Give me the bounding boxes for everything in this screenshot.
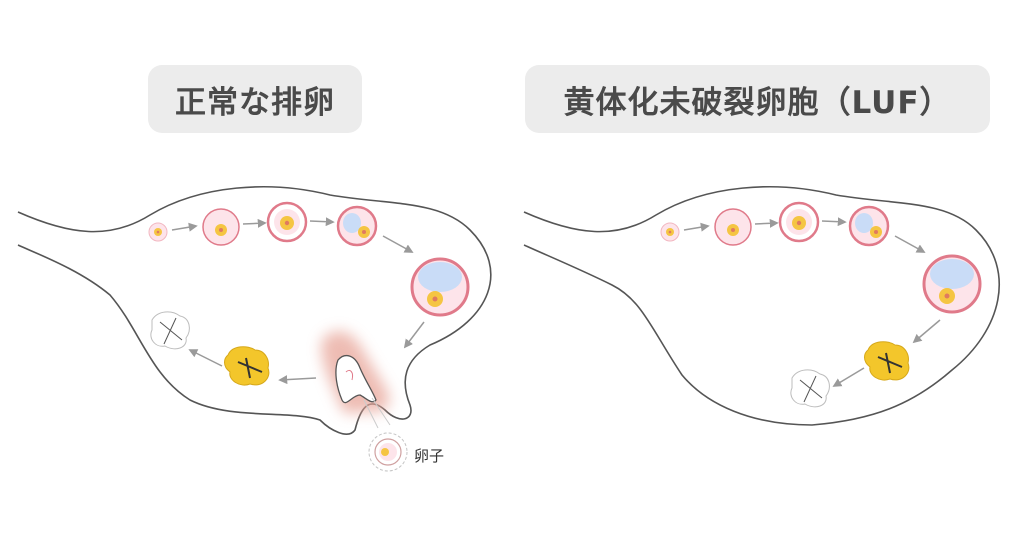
primordial-follicle [660,222,680,242]
arrow [683,222,710,232]
mature-follicle [922,254,982,314]
ovary-outline [523,186,1000,426]
secondary-follicle [778,201,820,243]
mature-follicle [410,257,470,317]
arrow [754,218,779,228]
title-luf: 黄体化未破裂卵胞（LUF） [525,65,990,133]
arrow [894,235,926,253]
arrow [382,235,414,253]
released-egg [368,432,408,472]
ovary-outline [17,186,492,435]
egg-release-lines [363,397,391,429]
corpus-albicans [150,311,190,350]
primordial-follicle [148,222,168,242]
corpus-luteum [224,346,270,386]
antral-follicle [848,205,890,247]
primary-follicle [714,208,752,246]
rupture-site [321,330,390,414]
primary-follicle [202,208,240,246]
arrow [403,321,425,349]
arrow [309,217,335,227]
arrow [821,217,847,227]
arrow [242,218,267,228]
antral-follicle [336,205,378,247]
arrow [171,222,198,232]
diagram-normal-ovulation [17,186,492,472]
arrow [832,367,865,387]
arrow [912,319,941,344]
egg-label: 卵子 [414,447,445,465]
title-normal-ovulation: 正常な排卵 [148,65,362,133]
arrow [188,349,223,367]
corpus-albicans [790,369,830,408]
luteinized-unruptured-follicle [864,341,910,381]
arrow [278,375,317,385]
diagram-luf [523,186,1000,426]
secondary-follicle [266,201,308,243]
